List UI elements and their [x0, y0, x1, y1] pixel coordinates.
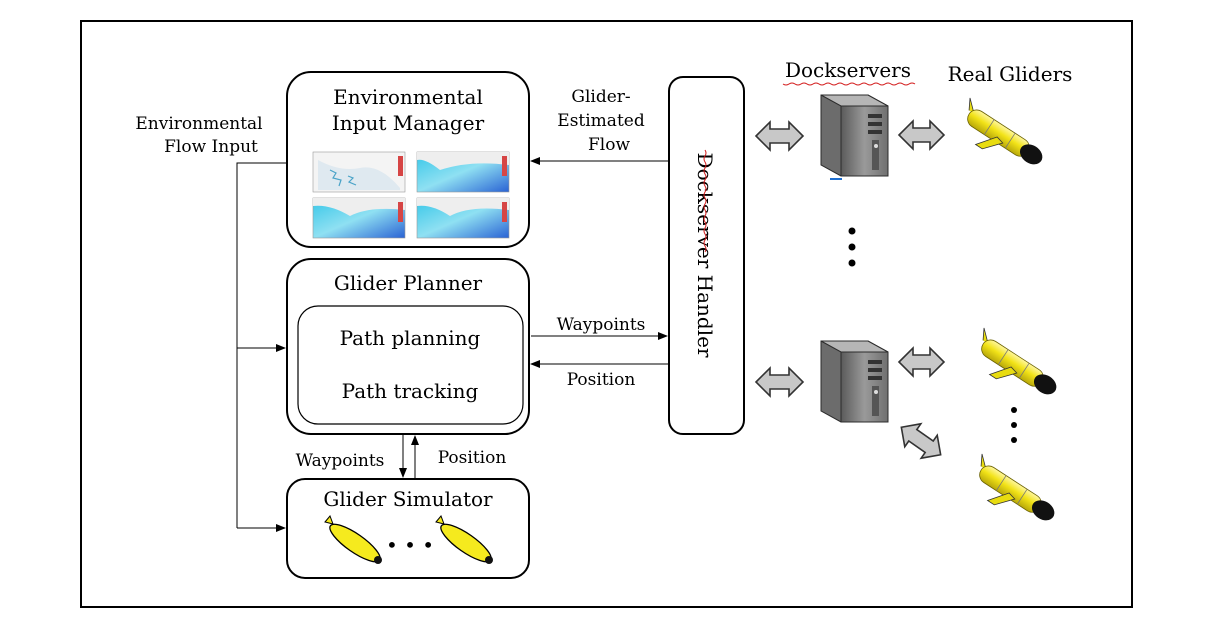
real-glider-icon — [979, 453, 1055, 521]
position-up-label: Position — [438, 448, 507, 468]
environmental-input-manager-box: Environmental Input Manager — [286, 71, 530, 248]
server-vertical-ellipsis — [848, 227, 856, 267]
simulator-ellipsis: • • • — [386, 533, 434, 557]
dockserver-tower-icon — [820, 94, 889, 180]
real-gliders-title: Real Gliders — [948, 62, 1073, 86]
glider-vertical-ellipsis — [1011, 407, 1017, 443]
handler-server-double-arrow-icon — [754, 366, 805, 398]
handler-server-double-arrow-icon — [754, 120, 805, 152]
dockserver-handler-title: Dockserver Handler — [693, 153, 717, 358]
dockserver-tower-icon — [820, 340, 889, 423]
path-tracking-label: Path tracking — [342, 379, 479, 403]
planner-inner-box — [297, 305, 524, 425]
glider-estimated-flow-label-line2: Estimated — [557, 111, 645, 131]
glider-estimated-flow-label-line3: Flow — [588, 135, 630, 155]
server-glider-double-arrow-icon — [897, 119, 946, 151]
dockservers-title: Dockservers — [785, 58, 911, 82]
waypoints-right-label: Waypoints — [557, 315, 646, 335]
simulated-glider-icon — [324, 515, 382, 564]
glider-estimated-flow-label-line1: Glider- — [571, 87, 630, 107]
simulated-glider-icon — [435, 515, 493, 564]
glider-simulator-title: Glider Simulator — [323, 487, 493, 511]
diagram-frame — [80, 20, 1133, 608]
env-manager-title-line2: Input Manager — [332, 111, 485, 135]
real-glider-icon — [967, 97, 1043, 165]
env-flow-input-connector — [236, 162, 286, 532]
env-manager-title-line1: Environmental — [333, 85, 483, 109]
flow-field-maps-image — [312, 151, 510, 239]
server-glider-double-arrow-icon — [897, 346, 946, 378]
position-right-label: Position — [567, 370, 636, 390]
path-planning-label: Path planning — [340, 326, 481, 350]
waypoints-down-label: Waypoints — [296, 451, 385, 471]
dockserver-handler-box: Dockserver Handler — [668, 76, 745, 435]
env-flow-input-label-line1: Environmental — [135, 114, 262, 134]
glider-simulator-box: Glider Simulator • • • — [286, 478, 530, 579]
env-flow-input-label-line2: Flow Input — [164, 137, 258, 157]
server-glider-diagonal-double-arrow-icon — [900, 422, 942, 460]
glider-planner-box: Glider Planner Path planning Path tracki… — [286, 258, 530, 435]
real-glider-icon — [981, 327, 1057, 395]
glider-planner-title: Glider Planner — [334, 271, 483, 295]
